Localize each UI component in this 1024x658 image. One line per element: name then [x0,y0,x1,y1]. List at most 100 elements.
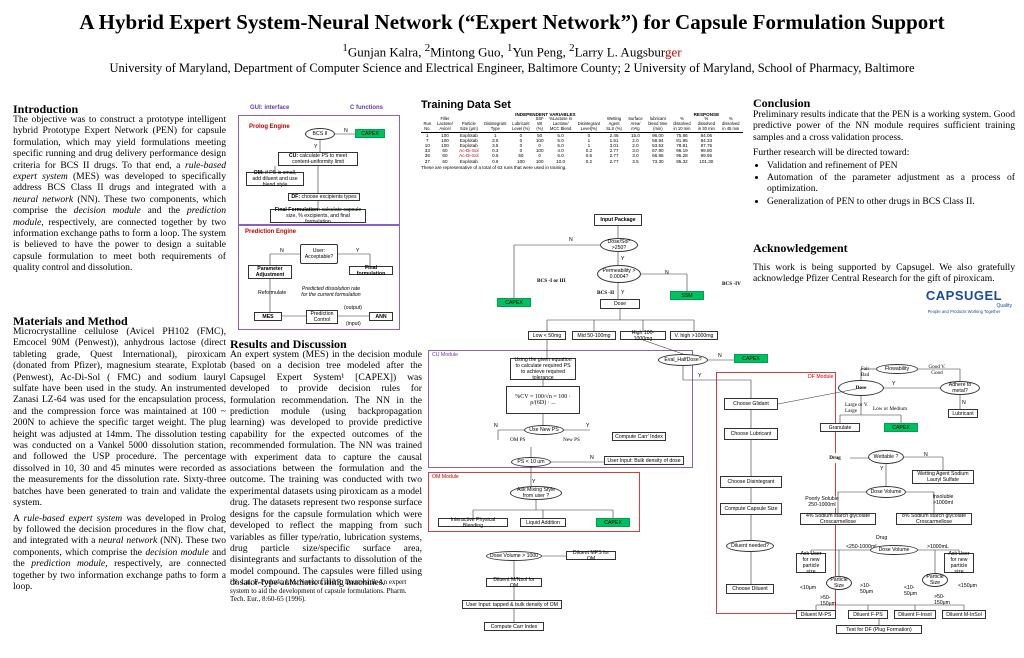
choose-disintegrant: Choose Disintegrant [720,476,782,488]
diluent-mnsol: Diluent M/Nsol for OM [486,577,542,589]
n-h: N [924,452,928,458]
table-cell: 3.01 [609,143,619,148]
n-d: N [590,455,594,461]
table-cell: 3.0 [632,148,639,154]
table-cell: 3.5 [492,137,499,143]
om-box: OM: if PS is small, add diluent and use … [246,170,304,188]
r10b: <10-50μm [904,585,918,597]
gt1000: >1000mL [927,544,949,550]
table-cell: Ac-Di-Sol [459,148,479,154]
intro-text: The objective was to construct a prototy… [13,114,227,274]
table-cell: 100 [535,148,544,154]
dose-box: Dose [600,299,640,309]
column-header: Filler Lactose/ Avicel [433,116,457,133]
particle-size-1: Particle Size [826,576,852,590]
table-cell: 0 [519,132,523,138]
lubricant-box: Lubricant [948,409,978,418]
df-module-label: DF Module [808,374,834,380]
y-a: Y [621,256,625,262]
results-text: An expert system (MES) in the decision m… [230,349,422,589]
interactive-blending: Interactive Physical Blending [438,517,508,529]
y-h: Y [880,466,884,472]
column-header: % dissolved in 30 min [694,116,719,133]
n-c: N [494,423,498,429]
conclusion-item: Generalization of PEN to other drugs in … [767,196,1015,207]
n-f: N [718,353,722,359]
table-cell: 100 [535,137,544,143]
choose-lubricant: Choose Lubricant [724,428,778,440]
table-cell: 58.94 [652,137,664,143]
table-cell: 0.2 [585,158,593,164]
table-cell: Explotab [459,137,478,143]
table-cell: 0 [519,148,523,154]
large-vlarge: Large or V. Large [845,402,869,414]
table-cell: 100 [441,132,449,138]
tapped-density: User Input: tapped & bulk density of OM [462,600,562,609]
cfun-label: C functions [350,105,383,111]
table-cell: 0 [538,143,541,148]
low-dose: Low < 50mg [528,331,566,340]
table-cell: 2.77 [609,148,619,154]
ask-user-2: Ask User for new particle size [944,551,974,575]
column-header: Run No. [421,117,434,133]
ssm-node: SSM [670,291,704,300]
table-cell: 96.19 [676,148,688,154]
carr-index: Compute Carr' Index [612,432,666,441]
column-header: lubricant blend time (min) [645,116,670,133]
table-cell: 0 [587,132,591,138]
final-formulation: Final formulation [349,265,393,277]
table-cell: 84.33 [700,137,713,143]
logo-sub1: Quality [996,303,1012,309]
table-cell: 0.6 [492,158,499,164]
table-cell: 33 [424,148,430,154]
table-cell: 5.0 [557,143,564,148]
table-cell: 6.0 [557,153,564,159]
capex-node-1: CAPEX [497,298,531,307]
table-cell: 81.95 [676,137,688,143]
capsugel-logo: CAPSUGEL Quality People and Products Wor… [908,288,1020,314]
table-cell: Explotab [459,143,478,148]
table-cell: 84.06 [700,132,713,138]
table-cell: 0.6 [585,153,593,159]
input-package: Input Package [594,214,642,226]
table-cell: 5.0 [557,132,564,138]
y-e: Y [532,479,536,485]
table-cell: 60 [442,153,448,159]
y-b: Y [621,290,625,296]
sodium-starch-8: 8% Sodium starch glycolate Croscarmellos… [896,513,972,525]
permeability-node: Permeability > 0.0004? [597,265,641,283]
table-cell: 96.00 [652,132,664,138]
intro-heading: Introduction [13,102,79,116]
table-cell: 0 [538,153,541,159]
flowability: Flowability [876,364,918,374]
table-cell: 95.32 [676,158,688,164]
poster-title: A Hybrid Expert System-Neural Network (“… [79,10,945,34]
column-header: Particle Size (μm) [456,117,482,133]
bcs-2: BCS -II [597,290,615,296]
om-module-frame [428,472,640,532]
cu-equation-box: Using the given equation to calculate re… [510,357,576,381]
granulate-box: Granulate [820,423,860,432]
table-cell: Explotab [459,132,478,138]
ask-user-1: Ask User for new particle size [796,551,826,575]
ann-box: ANN [369,312,393,321]
om-ps: OM PS [510,437,526,443]
mixing-style: Ask Mixing Style from user ? [510,486,562,500]
prolog-frame [238,115,400,225]
y-f: Y [698,373,702,379]
mid-dose: Mid 50-100mg [572,331,616,340]
group-response: RESPONSE [693,112,720,117]
bcs-ii-node: BCS II [305,128,335,140]
y-c: Y [586,423,590,429]
table-cell: 3.0 [632,153,639,159]
wettable: Wettable ? [868,450,904,464]
table-cell: 1 [587,143,591,148]
table-cell: 0 [519,137,523,143]
table-cell: 0.2 [585,148,593,154]
table-cell: 50 [537,132,543,138]
